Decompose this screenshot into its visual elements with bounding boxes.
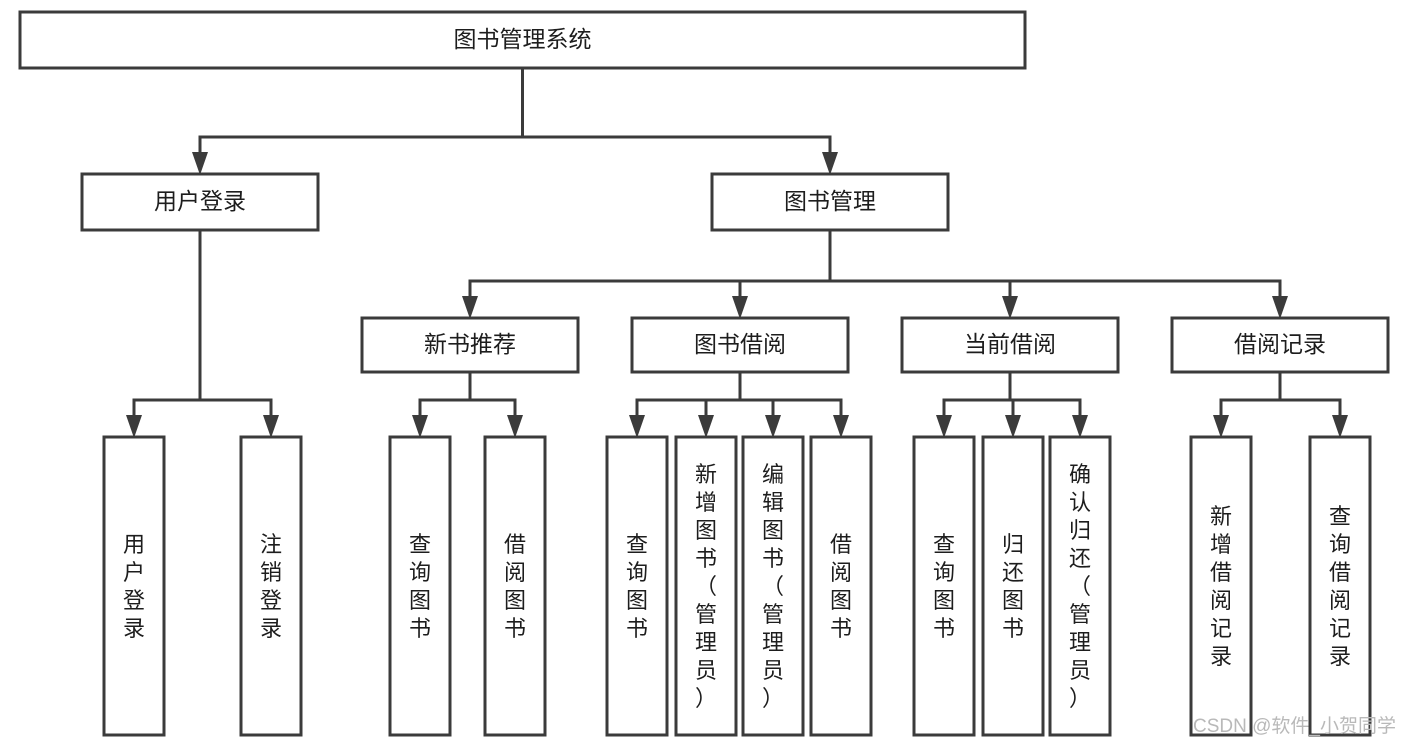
node-l1-user-login[interactable]: 用户登录 [80,172,320,232]
node-label: 新增借阅记录 [1210,504,1232,669]
node-rect[interactable] [18,10,1027,70]
connector-group [192,66,838,175]
node-label: 确认归还（管理员） [1069,462,1091,711]
arrow-head-icon [732,296,748,319]
node-leaf-bb-edit[interactable]: 编辑图书（管理员） [741,435,805,737]
node-leaf-logout[interactable]: 注销登录 [239,435,303,737]
arrow-head-icon [698,415,714,438]
node-label: 用户登录 [123,532,145,641]
node-leaf-cb-confirm[interactable]: 确认归还（管理员） [1048,435,1112,737]
node-rect[interactable] [1308,435,1372,737]
node-leaf-bb-query[interactable]: 查询图书 [605,435,669,737]
node-rect[interactable] [239,435,303,737]
node-label: 查询借阅记录 [1329,504,1351,669]
node-leaf-bb-add[interactable]: 新增图书（管理员） [674,435,738,737]
node-l2-record[interactable]: 借阅记录 [1170,316,1390,374]
node-rect[interactable] [912,435,976,737]
node-label: 查询图书 [409,532,431,641]
node-label: 用户登录 [154,188,246,214]
node-label: 图书借阅 [694,331,786,357]
node-l2-borrow[interactable]: 图书借阅 [630,316,850,374]
arrow-head-icon [412,415,428,438]
node-rect[interactable] [102,435,166,737]
node-rect[interactable] [80,172,320,232]
node-label: 借阅记录 [1234,331,1326,357]
node-rect[interactable] [1170,316,1390,374]
node-l2-current[interactable]: 当前借阅 [900,316,1120,374]
node-leaf-nb-query[interactable]: 查询图书 [388,435,452,737]
node-label: 借阅图书 [504,532,526,641]
node-label: 归还图书 [1002,532,1024,641]
node-leaf-rec-query[interactable]: 查询借阅记录 [1308,435,1372,737]
arrow-head-icon [1072,415,1088,438]
arrow-head-icon [833,415,849,438]
arrow-head-icon [263,415,279,438]
arrow-head-icon [1002,296,1018,319]
node-leaf-cb-return[interactable]: 归还图书 [981,435,1045,737]
node-l1-book-mgmt[interactable]: 图书管理 [710,172,950,232]
arrow-head-icon [507,415,523,438]
node-rect[interactable] [1048,435,1112,737]
connector-group [462,228,1288,319]
connector-group [629,370,849,438]
node-label: 查询图书 [933,532,955,641]
node-rect[interactable] [483,435,547,737]
node-label: 新增图书（管理员） [695,462,717,711]
node-rect[interactable] [605,435,669,737]
arrow-head-icon [629,415,645,438]
arrow-head-icon [1272,296,1288,319]
node-rect[interactable] [630,316,850,374]
node-root[interactable]: 图书管理系统 [18,10,1027,70]
node-rect[interactable] [388,435,452,737]
csdn-watermark: CSDN @软件_小贺同学 [1193,715,1396,737]
node-rect[interactable] [809,435,873,737]
node-label: 当前借阅 [964,331,1056,357]
connector-group [1213,370,1348,438]
arrow-head-icon [822,152,838,175]
node-label: 图书管理 [784,188,876,214]
node-layer: 图书管理系统用户登录图书管理新书推荐图书借阅当前借阅借阅记录用户登录注销登录查询… [18,10,1390,737]
arrow-head-icon [765,415,781,438]
arrow-head-icon [1005,415,1021,438]
node-leaf-bb-borrow[interactable]: 借阅图书 [809,435,873,737]
node-leaf-rec-add[interactable]: 新增借阅记录 [1189,435,1253,737]
connector-group [412,370,523,438]
node-label: 借阅图书 [830,532,852,641]
node-rect[interactable] [674,435,738,737]
node-l2-new-book[interactable]: 新书推荐 [360,316,580,374]
node-rect[interactable] [981,435,1045,737]
connector-group [936,370,1088,438]
node-rect[interactable] [1189,435,1253,737]
arrow-head-icon [1332,415,1348,438]
node-rect[interactable] [741,435,805,737]
node-label: 编辑图书（管理员） [762,462,784,711]
node-label: 新书推荐 [424,331,516,357]
node-rect[interactable] [710,172,950,232]
node-label: 图书管理系统 [454,26,592,52]
connector-group [126,228,279,438]
arrow-head-icon [1213,415,1229,438]
arrow-head-icon [126,415,142,438]
node-leaf-nb-borrow[interactable]: 借阅图书 [483,435,547,737]
arrow-head-icon [936,415,952,438]
node-leaf-user-login[interactable]: 用户登录 [102,435,166,737]
node-label: 查询图书 [626,532,648,641]
connector-layer [126,66,1348,438]
arrow-head-icon [462,296,478,319]
node-leaf-cb-query[interactable]: 查询图书 [912,435,976,737]
node-label: 注销登录 [260,532,282,641]
node-rect[interactable] [360,316,580,374]
arrow-head-icon [192,152,208,175]
node-rect[interactable] [900,316,1120,374]
